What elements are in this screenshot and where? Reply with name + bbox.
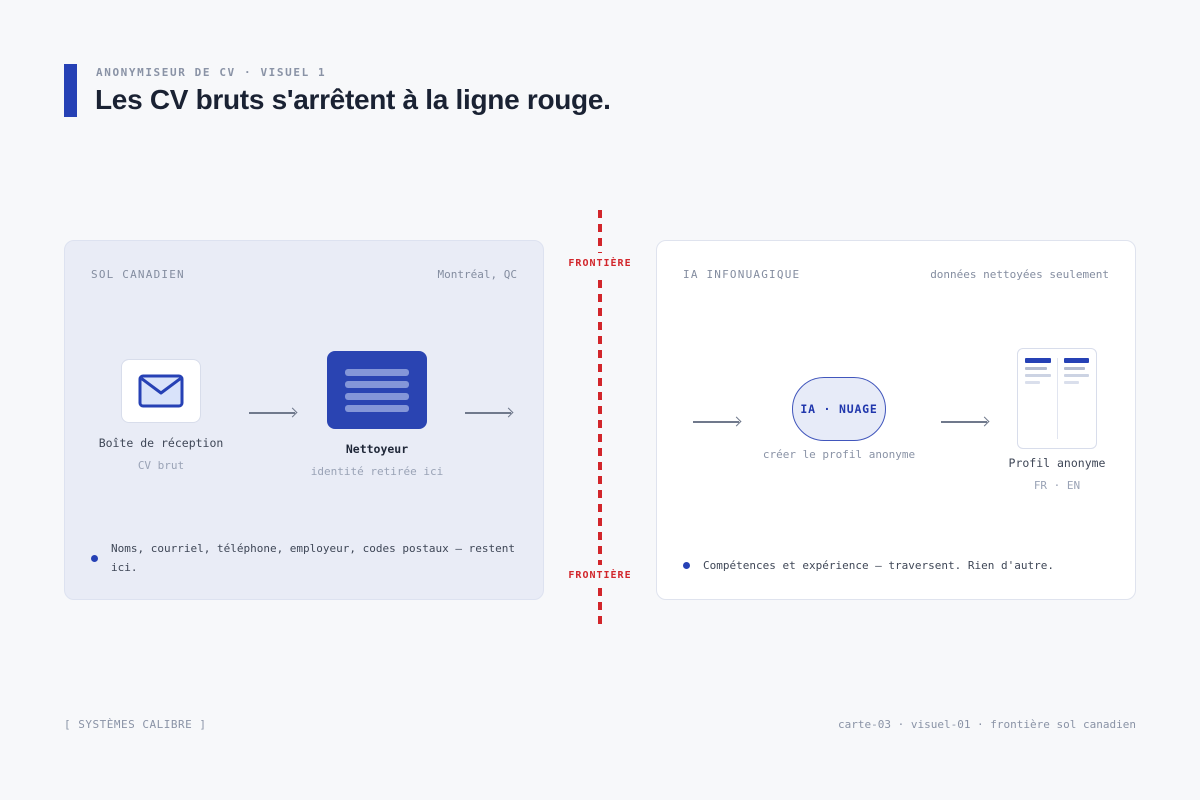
panel-header: SOL CANADIEN Montréal, QC [91,268,517,281]
border-label-bottom: FRONTIÈRE [565,565,635,586]
cloud-ai-node: IA · NUAGE [792,377,886,441]
document-text-line [1025,381,1041,384]
panel-label: IA INFONUAGIQUE [683,268,801,281]
document-text-line [1063,374,1089,377]
footer: [ SYSTÈMES CALIBRE ] carte-03 · visuel-0… [64,718,1136,731]
cloud-title: IA · NUAGE [800,402,878,416]
document-column-en [1063,358,1089,439]
node-subtitle: identité retirée ici [310,465,444,478]
redaction-bar [345,392,409,400]
bullet-text: Compétences et expérience – traversent. … [703,559,1054,572]
panel-label: SOL CANADIEN [91,268,185,281]
retention-note: Noms, courriel, téléphone, employeur, co… [91,539,517,577]
document-text-line [1063,367,1086,370]
node-subtitle: CV brut [137,459,185,472]
bullet-dot [683,562,690,569]
footer-brand: [ SYSTÈMES CALIBRE ] [64,718,207,731]
node-subtitle: FR · EN [1033,479,1081,492]
node-cleaner: Nettoyeur identité retirée ici [299,351,455,478]
panel-canadian-soil: SOL CANADIEN Montréal, QC Boîte de récep… [64,240,544,600]
redaction-bar [345,368,409,376]
flow-arrow [249,407,297,419]
page-title: Les CV bruts s'arrêtent à la ligne rouge… [95,84,611,115]
panel-meta-location: Montréal, QC [437,268,517,281]
panel-header: IA INFONUAGIQUE données nettoyées seulem… [683,268,1109,281]
document-column-fr [1025,358,1051,439]
bilingual-document-icon [1017,348,1097,449]
node-title: Profil anonyme [1008,456,1106,470]
redaction-bar [345,404,409,412]
redaction-lines-icon [327,351,427,429]
node-title: Boîte de réception [98,436,224,450]
node-anonymous-profile: Profil anonyme FR · EN [989,348,1125,492]
accent-bar [64,64,77,117]
bullet-dot [91,554,98,562]
document-column-divider [1056,358,1058,439]
document-text-line [1063,381,1079,384]
panel-cloud-ai: IA INFONUAGIQUE données nettoyées seulem… [656,240,1136,600]
document-text-line [1025,374,1051,377]
dashed-border-line [598,210,602,628]
panel-meta-clean-data: données nettoyées seulement [930,268,1109,281]
passthrough-note: Compétences et expérience – traversent. … [683,556,1109,575]
document-text-line [1025,367,1047,370]
cloud-caption: créer le profil anonyme [762,448,916,461]
node-title: Nettoyeur [345,442,409,456]
flow-arrow [941,416,989,428]
document-heading-bar [1063,358,1089,363]
flow-arrow [693,416,741,428]
kicker: ANONYMISEUR DE CV · VISUEL 1 [96,66,327,79]
border-label-top: FRONTIÈRE [565,253,635,274]
bullet-text: Noms, courriel, téléphone, employeur, co… [111,542,515,574]
footer-meta: carte-03 · visuel-01 · frontière sol can… [837,718,1136,731]
document-heading-bar [1025,358,1051,363]
node-inbox: Boîte de réception CV brut [83,359,239,472]
flow-arrow [465,407,513,419]
mail-icon [121,359,201,423]
redaction-bar [345,380,409,388]
